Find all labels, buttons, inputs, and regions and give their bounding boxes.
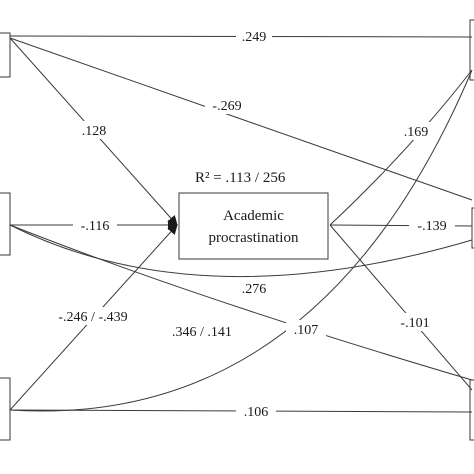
edge-center-to-right-top [329,69,473,226]
label-mid-to-center: -.116 [81,219,110,234]
r-squared-label: R² = .113 / 256 [195,170,286,186]
center-box-line1: Academic [223,208,284,224]
right-node-top [469,19,474,81]
right-node-middle [471,207,474,249]
label-mid-to-right-bottom: .346 / .141 [172,325,232,340]
label-bottom-to-right-top: .107 [294,323,319,338]
edge-bottom-to-right-top [9,69,473,412]
center-box-line2: procrastination [209,230,299,246]
academic-procrastination-box [178,192,329,260]
label-bottom-to-center: -.246 / -.439 [58,310,127,325]
label-center-to-right-top: .169 [404,125,429,140]
right-node-bottom [469,379,474,441]
label-center-to-right-mid: -.139 [417,219,446,234]
label-top-to-right-top: .249 [242,30,267,45]
edge-mid-to-right-bottom [9,224,473,381]
edge-mid-to-right-mid [9,224,473,277]
label-top-to-right-mid: -.269 [212,99,241,114]
edge-center-to-right-bottom [329,224,473,391]
label-center-to-right-bottom: -.101 [400,316,429,331]
label-top-to-center: .128 [82,124,107,139]
label-mid-to-right-mid: .276 [242,282,267,297]
left-node-middle [0,192,11,256]
label-bottom-to-right-bottom: .106 [244,405,269,420]
left-node-top [0,32,11,78]
label-group: .249 -.269 .128 -.116 .276 .346 / .141 -… [45,27,455,420]
left-node-bottom [0,377,11,441]
edge-top-to-right-mid [9,37,473,201]
